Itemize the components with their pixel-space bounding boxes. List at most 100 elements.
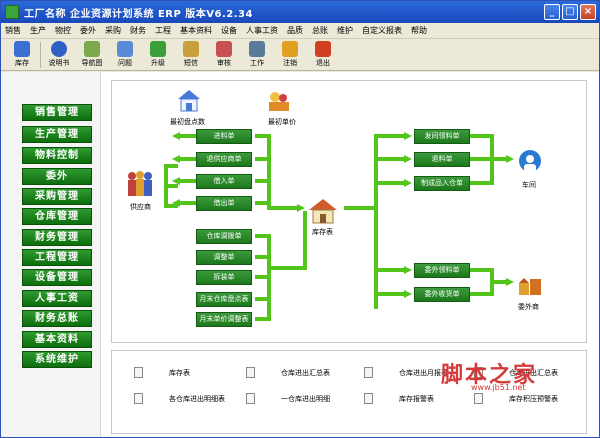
app-logo-icon xyxy=(5,5,19,19)
finished-goods-receipt-box[interactable]: 制成品入仓单 xyxy=(414,176,470,191)
report-link[interactable]: 仓库进出月报表 xyxy=(364,367,448,378)
menu-engineering[interactable]: 工程 xyxy=(155,26,171,35)
sidebar-purchase-button[interactable]: 采购管理 xyxy=(22,188,92,205)
menu-sales[interactable]: 销售 xyxy=(5,26,21,35)
message-icon xyxy=(183,41,199,57)
receipt-voucher-box[interactable]: 进料单 xyxy=(196,129,252,144)
document-icon xyxy=(134,393,143,404)
menu-help[interactable]: 帮助 xyxy=(411,26,427,35)
initial-price-icon[interactable] xyxy=(266,88,292,114)
menu-equipment[interactable]: 设备 xyxy=(221,26,237,35)
month-end-price-adjust-box[interactable]: 月末单价调整表 xyxy=(196,312,252,327)
supplier-icon[interactable] xyxy=(124,168,156,200)
upgrade-icon xyxy=(150,41,166,57)
sidebar-engineering-button[interactable]: 工程管理 xyxy=(22,249,92,266)
module-sidebar: 销售管理 生产管理 物料控制 委外 采购管理 仓库管理 财务管理 工程管理 设备… xyxy=(1,72,101,437)
sidebar-material-control-button[interactable]: 物料控制 xyxy=(22,147,92,164)
menu-bar: 销售 生产 物控 委外 采购 财务 工程 基本资料 设备 人事工资 品质 总账 … xyxy=(1,23,599,39)
report-link[interactable]: 一仓库进出明细 xyxy=(246,393,330,404)
menu-custom-reports[interactable]: 自定义报表 xyxy=(362,26,402,35)
outsource-receipt-box[interactable]: 委外收货单 xyxy=(414,287,470,302)
document-icon xyxy=(246,393,255,404)
report-link[interactable]: 仓库进出汇总表 xyxy=(246,367,330,378)
sidebar-warehouse-button[interactable]: 仓库管理 xyxy=(22,208,92,225)
menu-finance[interactable]: 财务 xyxy=(130,26,146,35)
menu-quality[interactable]: 品质 xyxy=(287,26,303,35)
toolbar-manual-button[interactable]: 说明书 xyxy=(44,39,74,68)
toolbar-navigation-button[interactable]: 导航图 xyxy=(77,39,107,68)
sidebar-hr-payroll-button[interactable]: 人事工资 xyxy=(22,290,92,307)
menu-general-ledger[interactable]: 总账 xyxy=(312,26,328,35)
menu-basic-data[interactable]: 基本资料 xyxy=(180,26,212,35)
close-button[interactable]: × xyxy=(580,4,596,20)
sidebar-outsource-button[interactable]: 委外 xyxy=(22,168,92,185)
outsource-vendor-icon[interactable] xyxy=(516,273,544,299)
supplier-label: 供应商 xyxy=(130,203,151,211)
initial-price-label: 最初单价 xyxy=(268,118,296,126)
initial-count-label: 最初盘点数 xyxy=(170,118,205,126)
toolbar-upgrade-button[interactable]: 升级 xyxy=(143,39,173,68)
report-link[interactable]: 仓库进出汇总表 xyxy=(474,367,558,378)
menu-outsource[interactable]: 委外 xyxy=(80,26,96,35)
title-bar[interactable]: 工厂名称 企业资源计划系统 ERP 版本V6.2.34 _ □ × xyxy=(1,1,599,23)
sidebar-equipment-button[interactable]: 设备管理 xyxy=(22,269,92,286)
flow-diagram: 最初盘点数 最初单价 供应商 库存表 车间 委外商 进料单 退供应商单 xyxy=(111,80,587,343)
report-link[interactable]: 各仓库进出明细表 xyxy=(134,393,225,404)
adjustment-box[interactable]: 调整单 xyxy=(196,250,252,265)
toolbar-question-button[interactable]: 问题 xyxy=(110,39,140,68)
menu-production[interactable]: 生产 xyxy=(30,26,46,35)
toolbar-inventory-button[interactable]: 库存 xyxy=(7,39,37,68)
month-end-stocktake-box[interactable]: 月末仓库盘点表 xyxy=(196,292,252,307)
toolbar-exit-button[interactable]: 退出 xyxy=(308,39,338,68)
document-icon xyxy=(246,367,255,378)
document-icon xyxy=(474,367,483,378)
minimize-button[interactable]: _ xyxy=(544,4,560,20)
sidebar-sales-button[interactable]: 销售管理 xyxy=(22,104,92,121)
toolbar-message-button[interactable]: 短信 xyxy=(176,39,206,68)
sidebar-basic-data-button[interactable]: 基本资料 xyxy=(22,331,92,348)
inventory-house-icon[interactable] xyxy=(308,198,338,224)
inventory-icon xyxy=(14,41,30,57)
toolbar-logout-button[interactable]: 注销 xyxy=(275,39,305,68)
report-link[interactable]: 库存积压预警表 xyxy=(474,393,558,404)
menu-maintenance[interactable]: 维护 xyxy=(337,26,353,35)
logout-icon xyxy=(282,41,298,57)
sidebar-production-button[interactable]: 生产管理 xyxy=(22,126,92,143)
sidebar-general-ledger-button[interactable]: 财务总账 xyxy=(22,310,92,327)
menu-purchase[interactable]: 采购 xyxy=(105,26,121,35)
inventory-label: 库存表 xyxy=(312,228,333,236)
report-link[interactable]: 库存表 xyxy=(134,367,190,378)
toolbar-audit-button[interactable]: 审核 xyxy=(209,39,239,68)
toolbar: 库存 说明书 导航图 问题 升级 短信 审核 工作 xyxy=(1,39,599,71)
material-return-box[interactable]: 退料单 xyxy=(414,152,470,167)
workshop-label: 车间 xyxy=(522,181,536,189)
menu-material-control[interactable]: 物控 xyxy=(55,26,71,35)
sidebar-system-maintenance-button[interactable]: 系统维护 xyxy=(22,351,92,368)
sidebar-finance-button[interactable]: 财务管理 xyxy=(22,229,92,246)
toolbar-separator xyxy=(40,42,41,68)
maximize-button[interactable]: □ xyxy=(562,4,578,20)
window-title: 工厂名称 企业资源计划系统 ERP 版本V6.2.34 xyxy=(24,8,253,20)
document-icon xyxy=(364,393,373,404)
work-icon xyxy=(249,41,265,57)
warehouse-transfer-box[interactable]: 仓库调拨单 xyxy=(196,229,252,244)
borrow-in-box[interactable]: 借入单 xyxy=(196,174,252,189)
disassembly-box[interactable]: 拆装单 xyxy=(196,270,252,285)
document-icon xyxy=(474,393,483,404)
exit-icon xyxy=(315,41,331,57)
lend-out-box[interactable]: 借出单 xyxy=(196,196,252,211)
help-icon xyxy=(51,41,67,57)
outsource-requisition-box[interactable]: 委外领料单 xyxy=(414,263,470,278)
return-to-supplier-box[interactable]: 退供应商单 xyxy=(196,152,252,167)
audit-icon xyxy=(216,41,232,57)
flow-connectors xyxy=(164,132,514,321)
toolbar-work-button[interactable]: 工作 xyxy=(242,39,272,68)
workshop-icon[interactable] xyxy=(516,149,544,177)
workshop-requisition-box[interactable]: 发间领料单 xyxy=(414,129,470,144)
document-icon xyxy=(364,367,373,378)
report-link[interactable]: 库存报警表 xyxy=(364,393,434,404)
initial-count-icon[interactable] xyxy=(176,88,202,114)
outsource-vendor-label: 委外商 xyxy=(518,303,539,311)
menu-hr-payroll[interactable]: 人事工资 xyxy=(246,26,278,35)
